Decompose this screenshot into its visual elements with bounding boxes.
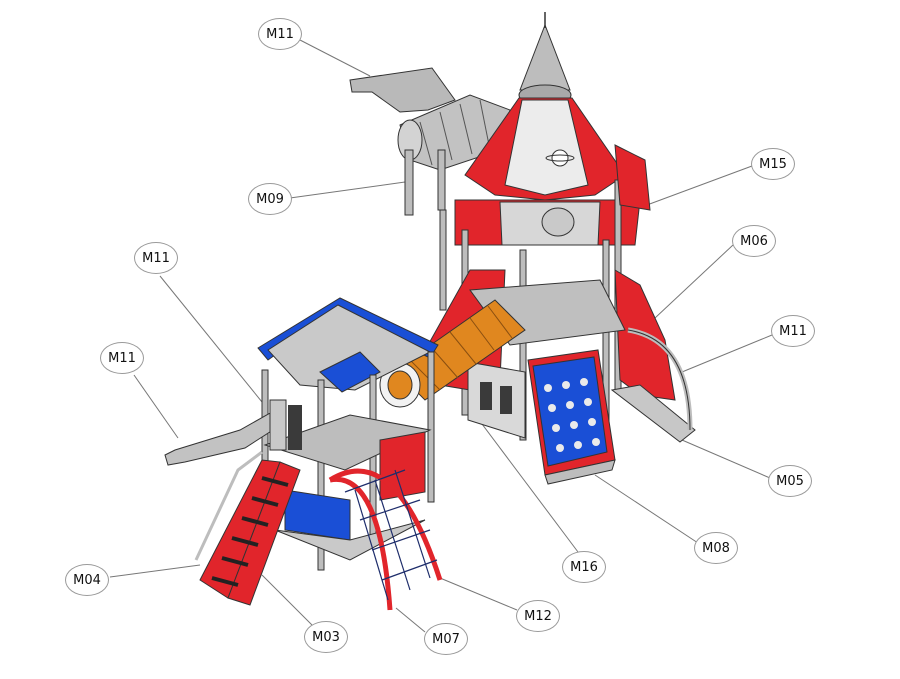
callout-m16: M16 xyxy=(562,551,606,583)
leader-m11-top xyxy=(299,39,371,77)
callout-m09: M09 xyxy=(248,183,292,215)
callout-m08: M08 xyxy=(694,532,738,564)
leader-lines xyxy=(109,39,773,633)
leader-m04 xyxy=(109,564,201,578)
ramp xyxy=(610,327,696,443)
stairs xyxy=(194,450,301,606)
callout-m11-left: M11 xyxy=(100,342,144,374)
callout-m03: M03 xyxy=(304,621,348,653)
callout-m04: M04 xyxy=(65,564,109,596)
leader-m16 xyxy=(469,407,579,553)
net-climber xyxy=(328,468,443,611)
callout-m11-right: M11 xyxy=(771,315,815,347)
callout-m05: M05 xyxy=(768,465,812,497)
callout-m07: M07 xyxy=(424,623,468,655)
leader-m05 xyxy=(681,439,771,479)
leader-m08 xyxy=(594,474,699,544)
callout-m11-left-top: M11 xyxy=(134,242,178,274)
callout-m06: M06 xyxy=(732,225,776,257)
slide xyxy=(164,399,302,466)
callout-m15: M15 xyxy=(751,148,795,180)
leader-m06 xyxy=(654,244,734,319)
left-tower xyxy=(257,297,439,571)
leader-m03 xyxy=(261,574,316,629)
leader-m11-left xyxy=(133,374,179,439)
callout-m12: M12 xyxy=(516,600,560,632)
leader-m11-left-top xyxy=(159,275,263,403)
callout-m11-top: M11 xyxy=(258,18,302,50)
leader-m11-right xyxy=(681,334,773,373)
leader-m09 xyxy=(289,181,406,199)
tube-slide xyxy=(349,67,511,216)
climbing-wall xyxy=(527,349,616,485)
leader-m12 xyxy=(439,577,518,611)
leader-m07 xyxy=(395,607,426,633)
